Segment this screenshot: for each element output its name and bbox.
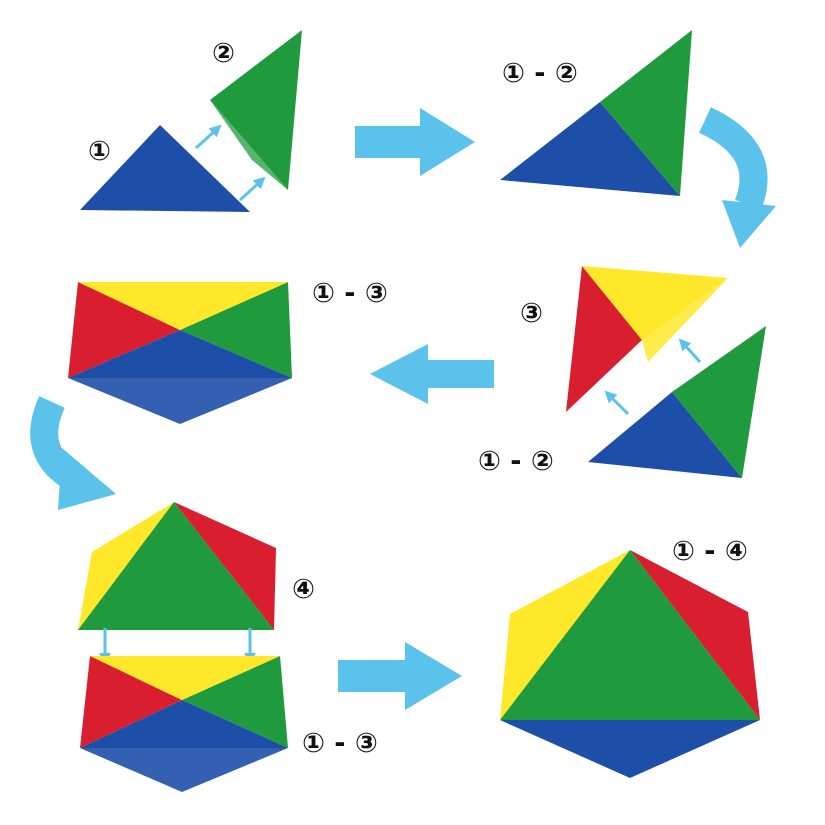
label-assembled-1-3: ① - ③: [312, 278, 388, 309]
label-piece-4: ④: [292, 574, 315, 605]
label-piece-2: ②: [212, 38, 235, 69]
label-assembled-1-4: ① - ④: [672, 536, 748, 567]
piece-3-red-yellow: [566, 266, 728, 412]
assembled-1-2-small: [588, 326, 766, 478]
join-arrow-bottom: [238, 176, 266, 202]
label-piece-1: ①: [88, 136, 111, 167]
curved-arrow-down-2: [30, 396, 116, 510]
arrow-right-3: [338, 642, 462, 710]
label-piece-3: ③: [520, 298, 543, 329]
label-assembled-1-3-small: ① - ③: [302, 728, 378, 759]
piece-4-top: [78, 502, 276, 630]
arrow-right-1: [355, 108, 475, 176]
assembled-1-3-small: [80, 656, 288, 792]
join-arrow-3-bottom: [604, 390, 630, 416]
assembled-1-4: [500, 550, 760, 778]
label-piece-1-2-small: ① - ②: [478, 446, 554, 477]
join-arrow-top: [194, 124, 222, 150]
piece-2-green-triangle: [210, 30, 302, 190]
label-assembled-1-2: ① - ②: [502, 58, 578, 89]
arrow-left-2: [370, 344, 494, 404]
piece-1-blue-triangle: [80, 125, 250, 212]
curved-arrow-down-1: [698, 107, 776, 248]
join-arrow-3-top: [678, 338, 702, 364]
assembled-1-3: [68, 282, 292, 424]
assembled-1-2: [500, 30, 692, 196]
